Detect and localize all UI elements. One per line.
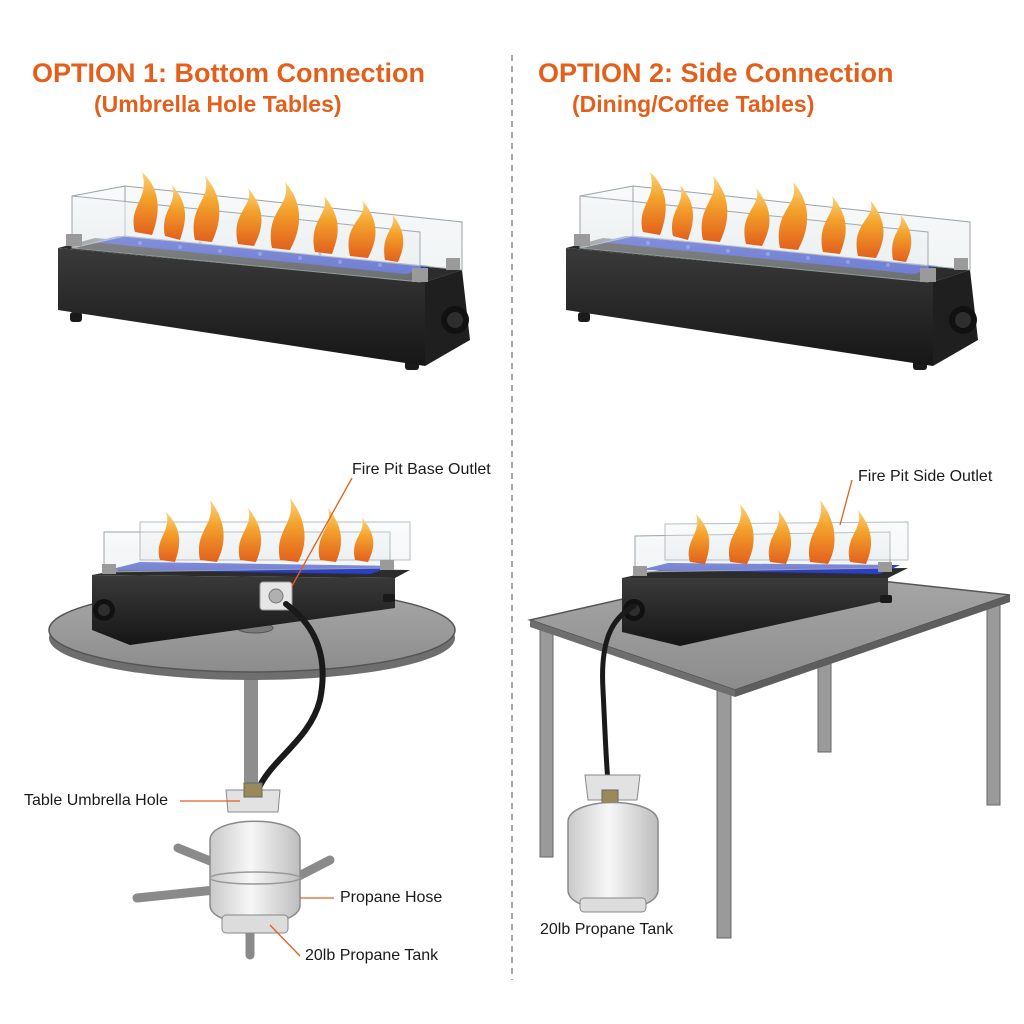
callout-umbrella-hole: Table Umbrella Hole [24, 792, 168, 810]
propane-tank-right-icon [568, 775, 658, 912]
callout-propane-hose: Propane Hose [340, 889, 442, 907]
leader-line-side-outlet [840, 480, 852, 525]
fire-pit-top-left-icon [58, 172, 470, 370]
fire-pit-top-right-icon [566, 172, 978, 370]
callout-base-outlet: Fire Pit Base Outlet [352, 461, 491, 479]
callout-propane-tank-left: 20lb Propane Tank [305, 947, 438, 965]
callout-propane-tank-right: 20lb Propane Tank [540, 921, 673, 939]
callout-side-outlet: Fire Pit Side Outlet [858, 468, 992, 486]
propane-tank-left-icon [210, 783, 300, 933]
